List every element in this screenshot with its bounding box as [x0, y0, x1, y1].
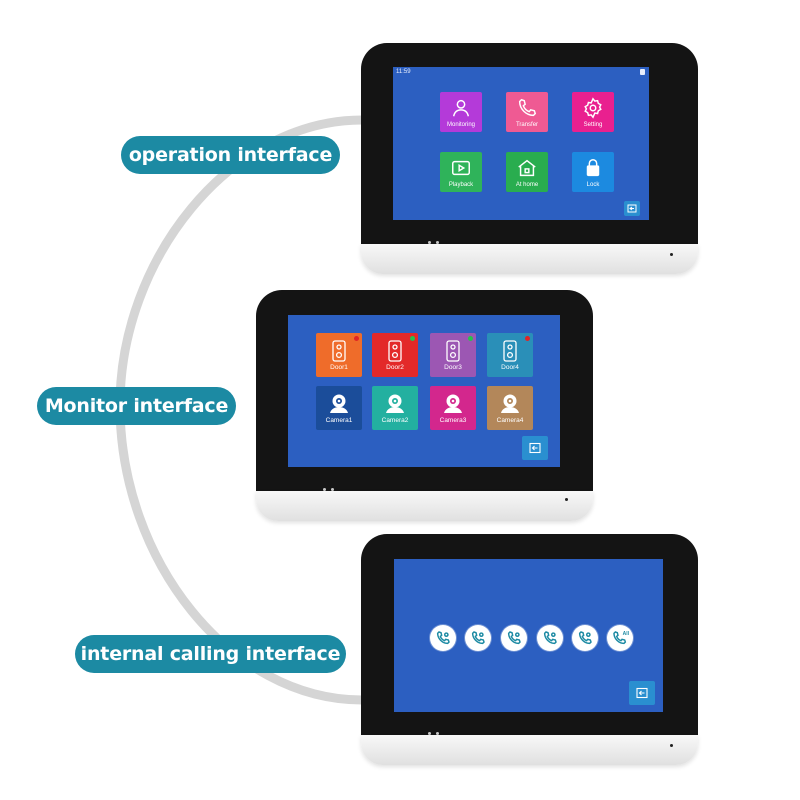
tile-at-home[interactable]: At home [506, 152, 548, 192]
door-label: Door2 [386, 363, 404, 371]
phone-call-icon [507, 631, 521, 645]
device-base [361, 735, 698, 765]
tile-label: Monitoring [446, 121, 475, 128]
camera-tile-4[interactable]: Camera4 [487, 386, 533, 430]
door-tile-4[interactable]: Door4 [487, 333, 533, 377]
home-icon [518, 159, 536, 176]
phone-call-icon [436, 631, 450, 645]
camera-label: Camera2 [381, 416, 409, 424]
return-icon [636, 687, 648, 699]
return-button[interactable] [629, 681, 655, 705]
sensor-dot [670, 253, 673, 256]
camera-icon [501, 394, 519, 413]
monitor-device: Door1 Door2 Door3 Door4 [256, 290, 593, 521]
status-dot [354, 336, 359, 341]
camera-tile-1[interactable]: Camera1 [316, 386, 362, 430]
return-button[interactable] [624, 201, 640, 216]
return-icon [529, 442, 541, 454]
status-dot [468, 336, 473, 341]
door-tile-3[interactable]: Door3 [430, 333, 476, 377]
return-icon [627, 204, 637, 213]
call-button-3[interactable] [501, 625, 527, 651]
device-base [256, 491, 593, 521]
status-dot [525, 336, 530, 341]
indicator-led [436, 732, 439, 735]
lock-icon [586, 158, 600, 176]
phone-call-all-icon [613, 631, 627, 645]
indicator-led [323, 488, 326, 491]
doorbell-icon [332, 339, 346, 362]
call-button-1[interactable] [430, 625, 456, 651]
doorbell-icon [388, 339, 402, 362]
call-button-all[interactable]: All [607, 625, 633, 651]
operation-device: 11:59 Monitoring Transfer Setting [361, 43, 698, 274]
door-label: Door1 [330, 363, 348, 371]
indicator-led [428, 732, 431, 735]
call-button-2[interactable] [465, 625, 491, 651]
tile-label: At home [515, 181, 539, 188]
camera-tile-3[interactable]: Camera3 [430, 386, 476, 430]
tile-setting[interactable]: Setting [572, 92, 614, 132]
tile-transfer[interactable]: Transfer [506, 92, 548, 132]
operation-interface-label: operation interface [121, 136, 340, 174]
camera-tile-2[interactable]: Camera2 [372, 386, 418, 430]
camera-icon [330, 394, 348, 413]
person-icon [452, 99, 470, 116]
indicator-led [428, 241, 431, 244]
camera-label: Camera1 [325, 416, 353, 424]
phone-icon [518, 98, 537, 116]
device-base [361, 244, 698, 274]
call-button-5[interactable] [572, 625, 598, 651]
door-tile-2[interactable]: Door2 [372, 333, 418, 377]
doorbell-icon [446, 339, 460, 362]
operation-screen: 11:59 Monitoring Transfer Setting [393, 67, 649, 220]
indicator-led [331, 488, 334, 491]
call-all-badge: All [622, 631, 629, 637]
camera-icon [444, 394, 462, 413]
status-time: 11:59 [396, 69, 411, 75]
call-button-4[interactable] [537, 625, 563, 651]
play-icon [452, 160, 470, 175]
status-indicator-icon [640, 69, 645, 75]
camera-icon [386, 394, 404, 413]
internal-calling-device: All [361, 534, 698, 765]
door-label: Door4 [501, 363, 519, 371]
camera-label: Camera3 [439, 416, 467, 424]
camera-label: Camera4 [496, 416, 524, 424]
door-label: Door3 [444, 363, 462, 371]
sensor-dot [565, 498, 568, 501]
tile-playback[interactable]: Playback [440, 152, 482, 192]
status-dot [410, 336, 415, 341]
phone-call-icon [543, 631, 557, 645]
tile-label: Lock [586, 181, 600, 188]
sensor-dot [670, 744, 673, 747]
internal-calling-interface-label: internal calling interface [75, 635, 346, 673]
indicator-led [436, 241, 439, 244]
phone-call-icon [471, 631, 485, 645]
tile-monitoring[interactable]: Monitoring [440, 92, 482, 132]
door-tile-1[interactable]: Door1 [316, 333, 362, 377]
monitor-interface-label: Monitor interface [37, 387, 236, 425]
monitor-screen: Door1 Door2 Door3 Door4 [288, 315, 560, 467]
tile-label: Transfer [515, 121, 539, 128]
tile-label: Playback [448, 181, 474, 188]
return-button[interactable] [522, 436, 548, 460]
tile-label: Setting [583, 121, 603, 128]
tile-lock[interactable]: Lock [572, 152, 614, 192]
internal-calling-screen: All [394, 559, 663, 712]
gear-icon [584, 96, 602, 119]
phone-call-icon [578, 631, 592, 645]
doorbell-icon [503, 339, 517, 362]
